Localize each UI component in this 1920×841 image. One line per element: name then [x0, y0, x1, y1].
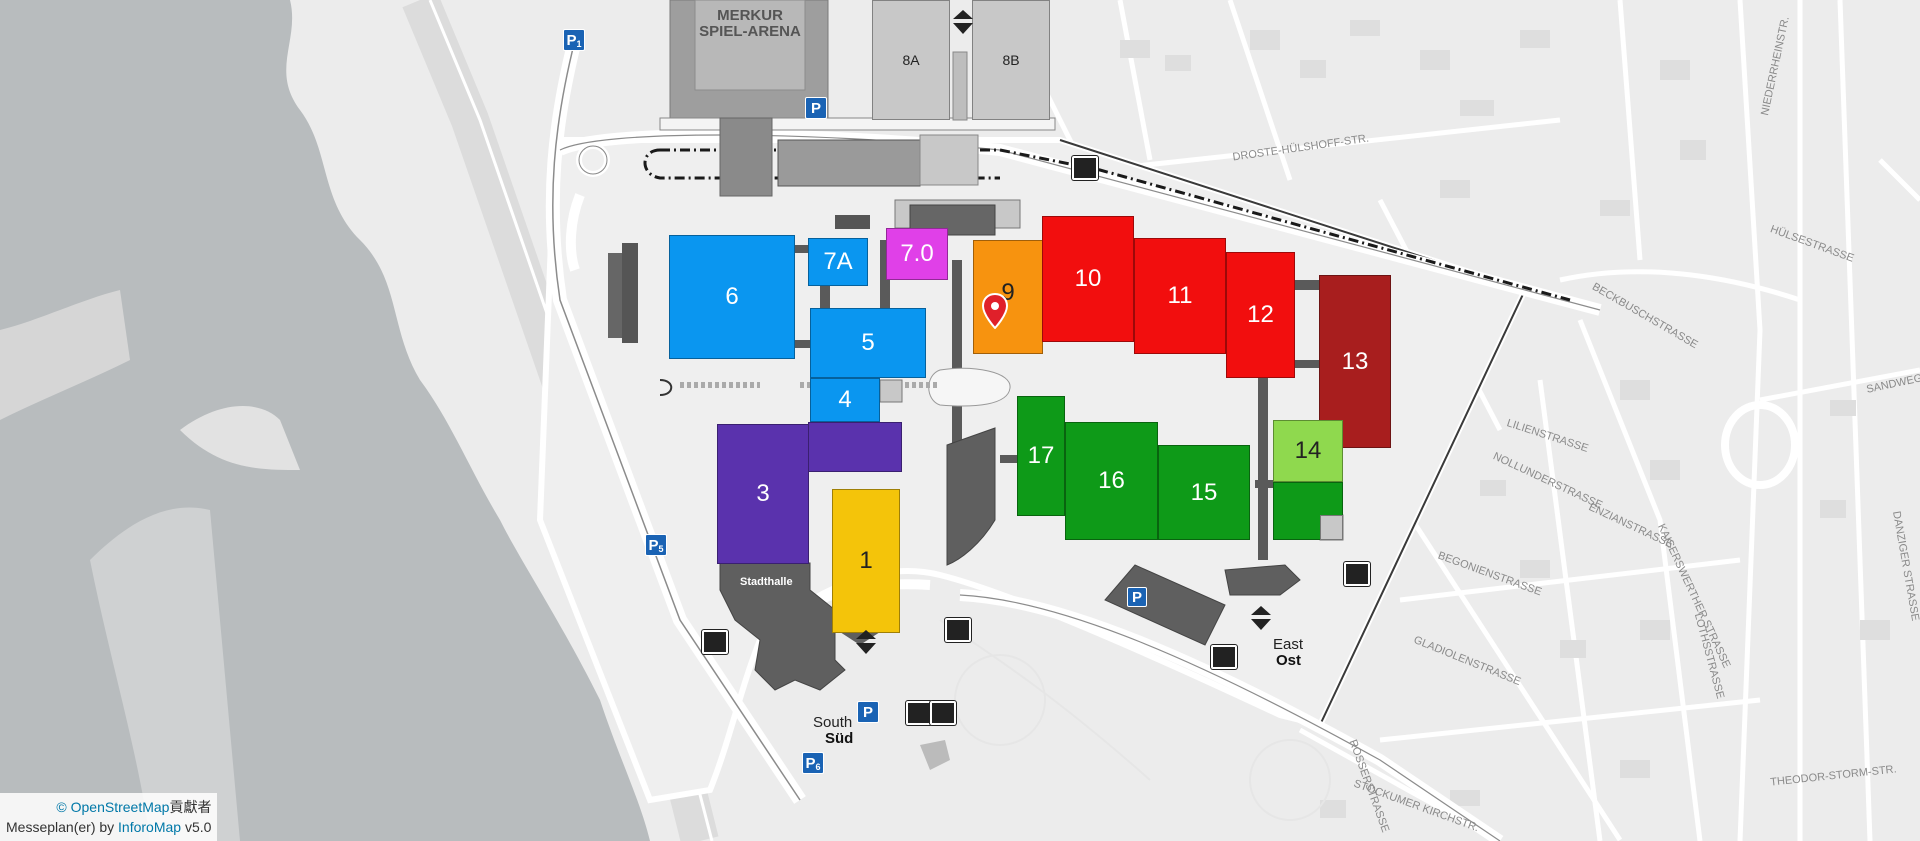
hall-15[interactable]: 15 [1158, 445, 1250, 540]
hall-label: 17 [1027, 442, 1055, 469]
street-network [997, 0, 1920, 841]
parking-number: 5 [658, 544, 664, 554]
hall-8b[interactable]: 8B [972, 0, 1050, 120]
hall-3[interactable]: 3 [717, 424, 809, 564]
parking-label: P [805, 754, 816, 772]
hall-label: 8A [902, 52, 920, 68]
hall-14[interactable]: 14 [1273, 420, 1343, 482]
hall-label: 8B [1002, 52, 1020, 68]
bus-stop-icon[interactable] [906, 701, 932, 725]
entrance-arrow-icon [856, 630, 876, 654]
parking-label: P [862, 703, 873, 721]
parking-arena-icon[interactable]: P [805, 97, 827, 119]
map-attribution: © OpenStreetMap貢獻者 Messeplan(er) by Info… [0, 793, 218, 841]
hall-label: 15 [1190, 478, 1218, 506]
hall-label: 3 [756, 480, 770, 507]
hall-17[interactable]: 17 [1017, 396, 1065, 516]
hall-13[interactable]: 13 [1319, 275, 1391, 448]
parking-east-icon[interactable]: P [1127, 587, 1147, 607]
parking-number: 1 [576, 39, 582, 49]
entrance-arrow-icon [1251, 606, 1271, 630]
hall-12[interactable]: 12 [1226, 252, 1295, 378]
hall-label: 6 [725, 283, 739, 310]
bus-stop-icon[interactable] [1344, 562, 1370, 586]
hall-6[interactable]: 6 [669, 235, 795, 359]
bus-stop-icon[interactable] [930, 701, 956, 725]
location-pin-icon[interactable] [982, 293, 1008, 329]
hall-8a[interactable]: 8A [872, 0, 950, 120]
hall-label: 7.0 [900, 240, 934, 267]
hall-14-annex-box [1320, 515, 1343, 540]
arena-label: MERKUR SPIEL-ARENA [699, 7, 801, 40]
bus-stop-icon[interactable] [945, 618, 971, 642]
osm-contributors-text: 貢獻者 [169, 799, 212, 815]
hall-1[interactable]: 1 [832, 489, 900, 633]
hall-label: 7A [823, 248, 853, 275]
entrance-south-label-de: Süd [825, 730, 854, 747]
hall-label: 14 [1294, 437, 1322, 464]
hall-9[interactable]: 9 [973, 240, 1043, 354]
parking-label: P [566, 31, 577, 49]
attribution-prefix: Messeplan(er) by [6, 819, 115, 835]
stadthalle-label: Stadthalle [740, 576, 793, 588]
hall-3-annex[interactable] [808, 422, 902, 472]
hall-11[interactable]: 11 [1134, 238, 1226, 354]
hall-10[interactable]: 10 [1042, 216, 1134, 342]
version-text: v5.0 [184, 819, 212, 835]
hall-7-0[interactable]: 7.0 [886, 228, 948, 280]
parking-label: P [1131, 588, 1142, 606]
openstreetmap-link[interactable]: OpenStreetMap [70, 799, 170, 815]
bus-stop-icon[interactable] [1211, 645, 1237, 669]
parking-number: 6 [815, 762, 821, 772]
stadthalle-building [719, 562, 846, 691]
entrance-east-label-de: Ost [1276, 652, 1302, 669]
hall-7a[interactable]: 7A [808, 238, 868, 286]
east-parking-building [1104, 564, 1226, 646]
parking-south-icon[interactable]: P [857, 701, 879, 723]
inforomap-link[interactable]: InforoMap [118, 819, 182, 835]
hall-label: 4 [838, 386, 852, 413]
entrance-south-label: South [813, 714, 853, 731]
hall-label: 1 [859, 547, 873, 574]
bus-stop-icon[interactable] [1072, 156, 1098, 180]
parking-label: P [810, 99, 821, 117]
hall-label: 11 [1167, 282, 1193, 309]
hall-label: 16 [1098, 467, 1125, 494]
copyright-symbol: © [56, 799, 67, 815]
hall-16[interactable]: 16 [1065, 422, 1158, 540]
entrance-arrow-icon [953, 10, 973, 34]
bus-stop-icon[interactable] [702, 630, 728, 654]
hall-label: 13 [1341, 347, 1369, 375]
hall-5[interactable]: 5 [810, 308, 926, 378]
hall-label: 5 [861, 329, 875, 356]
hall-label: 10 [1074, 265, 1102, 292]
hall-label: 12 [1247, 301, 1274, 328]
hall-4[interactable]: 4 [810, 378, 880, 422]
entrance-east-label: East [1273, 636, 1304, 653]
parking-label: P [648, 536, 659, 554]
